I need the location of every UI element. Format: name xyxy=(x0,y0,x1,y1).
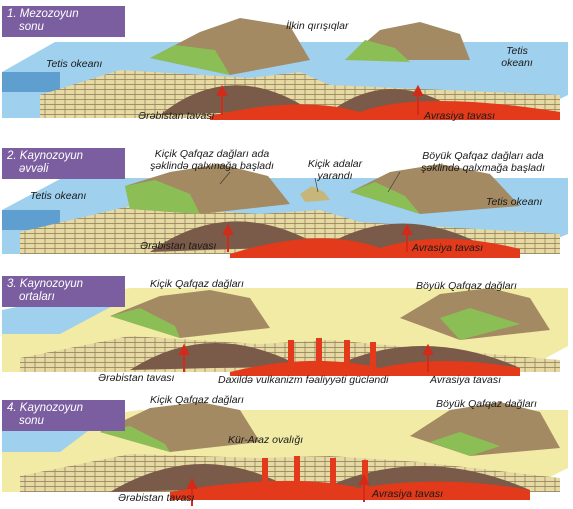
panel-1-illustration xyxy=(2,18,568,120)
panel-1-title-line1: 1. Mezozoyun xyxy=(7,8,79,20)
sea-left xyxy=(2,298,120,334)
lesser-caucasus-veg xyxy=(100,426,170,452)
label-eurasian-plate: Avrasiya tavası xyxy=(424,110,496,122)
panel-3-title: 3. Kaynozoyun ortaları xyxy=(2,276,125,307)
label-greater-caucasus: Böyük Qafqaz dağları xyxy=(416,280,517,292)
panel-1: 1. Mezozoyun sonu İlkin qırışıqlar Tetis… xyxy=(0,0,573,128)
label-lesser-caucasus: Kiçik Qafqaz dağları xyxy=(150,278,244,290)
panel-3: 3. Kaynozoyun ortaları Kiçik Qafqaz dağl… xyxy=(0,268,573,390)
crust-left xyxy=(130,342,300,370)
label-ocean-left: Tetis okeanı xyxy=(46,58,103,70)
folds-left-veg xyxy=(150,45,230,75)
leader-lesser xyxy=(219,171,231,185)
plate-arrow-right xyxy=(412,84,424,115)
panel-2-title: 2. Kaynozoyun əvvəli xyxy=(2,148,125,179)
folds-right-veg xyxy=(345,40,410,62)
label-arabian-plate: Ərəbistan tavası xyxy=(98,372,175,384)
panel-2-illustration xyxy=(2,164,568,258)
label-volcanism: Daxildə vulkanizm fəaliyyəti gücləndi xyxy=(218,374,389,386)
label-ocean-left: Tetis okeanı xyxy=(30,190,87,202)
panel-3-title-line2: ortaları xyxy=(19,291,55,303)
panel-4-title-line2: sonu xyxy=(19,415,44,427)
magma-zone xyxy=(230,238,520,258)
label-kur-araz-lowland: Kür-Araz ovalığı xyxy=(228,434,304,446)
panel-2-title-line1: 2. Kaynozoyun xyxy=(7,150,84,162)
panel-3-title-line1: 3. Kaynozoyun xyxy=(7,278,84,290)
label-arabian-plate: Ərəbistan tavası xyxy=(140,240,217,252)
panel-2: 2. Kaynozoyun əvvəli Kiçik Qafqaz dağlar… xyxy=(0,134,573,264)
label-lesser-2: şəklində qalxmağa başladı xyxy=(150,160,274,172)
panel-4: 4. Kaynozoyun sonu Kiçik Qafqaz dağları … xyxy=(0,392,573,509)
volcanic-dikes xyxy=(262,456,368,490)
label-lesser-caucasus-rising: Kiçik Qafqaz dağları ada şəklində qalxma… xyxy=(138,148,286,172)
label-islands-2: yarandı xyxy=(317,170,353,182)
plate-arrow-left xyxy=(178,343,190,372)
plate-arrow-left xyxy=(216,84,228,115)
panel-1-title: 1. Mezozoyun sonu xyxy=(2,6,125,37)
lesser-caucasus-veg xyxy=(110,308,180,338)
lesser-caucasus-veg xyxy=(125,180,200,214)
label-arabian-plate: Ərəbistan tavası xyxy=(118,492,195,504)
greater-caucasus-veg xyxy=(440,308,520,340)
plate-arrow-right xyxy=(422,343,434,372)
leader-greater xyxy=(387,171,401,193)
label-small-islands: Kiçik adalar yarandı xyxy=(296,158,374,182)
small-islands xyxy=(300,186,330,202)
label-ocean-right-1: Tetis xyxy=(506,45,528,57)
label-lesser-caucasus: Kiçik Qafqaz dağları xyxy=(150,394,244,406)
leader-islands xyxy=(314,177,319,193)
label-greater-2: şəklində qalxmağa başladı xyxy=(421,162,545,174)
label-greater-caucasus-rising: Böyük Qafqaz dağları ada şəklində qalxma… xyxy=(404,150,562,174)
label-eurasian-plate: Avrasiya tavası xyxy=(372,488,444,500)
greater-caucasus-veg xyxy=(430,432,500,456)
greater-caucasus-veg xyxy=(350,182,420,214)
volcanic-dikes xyxy=(288,338,376,370)
label-eurasian-plate: Avrasiya tavası xyxy=(412,242,484,254)
label-ocean-right-2: okeanı xyxy=(501,57,533,69)
plate-arrow-left xyxy=(186,477,198,506)
label-eurasian-plate: Avrasiya tavası xyxy=(430,374,502,386)
label-islands-1: Kiçik adalar xyxy=(307,158,363,170)
magma-zone xyxy=(210,101,560,120)
label-ocean-right: Tetis okeanı xyxy=(486,196,543,208)
plate-arrow-right xyxy=(401,223,413,252)
label-ocean-right: Tetis okeanı xyxy=(492,45,542,69)
label-arabian-plate: Ərəbistan tavası xyxy=(138,110,215,122)
panel-4-title-line1: 4. Kaynozoyun xyxy=(7,402,84,414)
plate-arrow-right xyxy=(358,473,370,502)
panel-3-illustration xyxy=(2,288,568,376)
ocean-front xyxy=(2,210,60,230)
label-greater-1: Böyük Qafqaz dağları ada xyxy=(422,150,544,162)
panel-4-title: 4. Kaynozoyun sonu xyxy=(2,400,125,431)
plate-arrow-left xyxy=(222,223,234,252)
panel-1-title-line2: sonu xyxy=(19,21,44,33)
magma-zone xyxy=(170,480,530,500)
panel-2-title-line2: əvvəli xyxy=(19,163,49,175)
label-lesser-1: Kiçik Qafqaz dağları ada xyxy=(154,148,270,160)
ocean-front xyxy=(2,72,60,92)
label-initial-folds: İlkin qırışıqlar xyxy=(286,20,349,32)
panel-4-illustration xyxy=(2,402,568,506)
label-greater-caucasus: Böyük Qafqaz dağları xyxy=(436,398,537,410)
